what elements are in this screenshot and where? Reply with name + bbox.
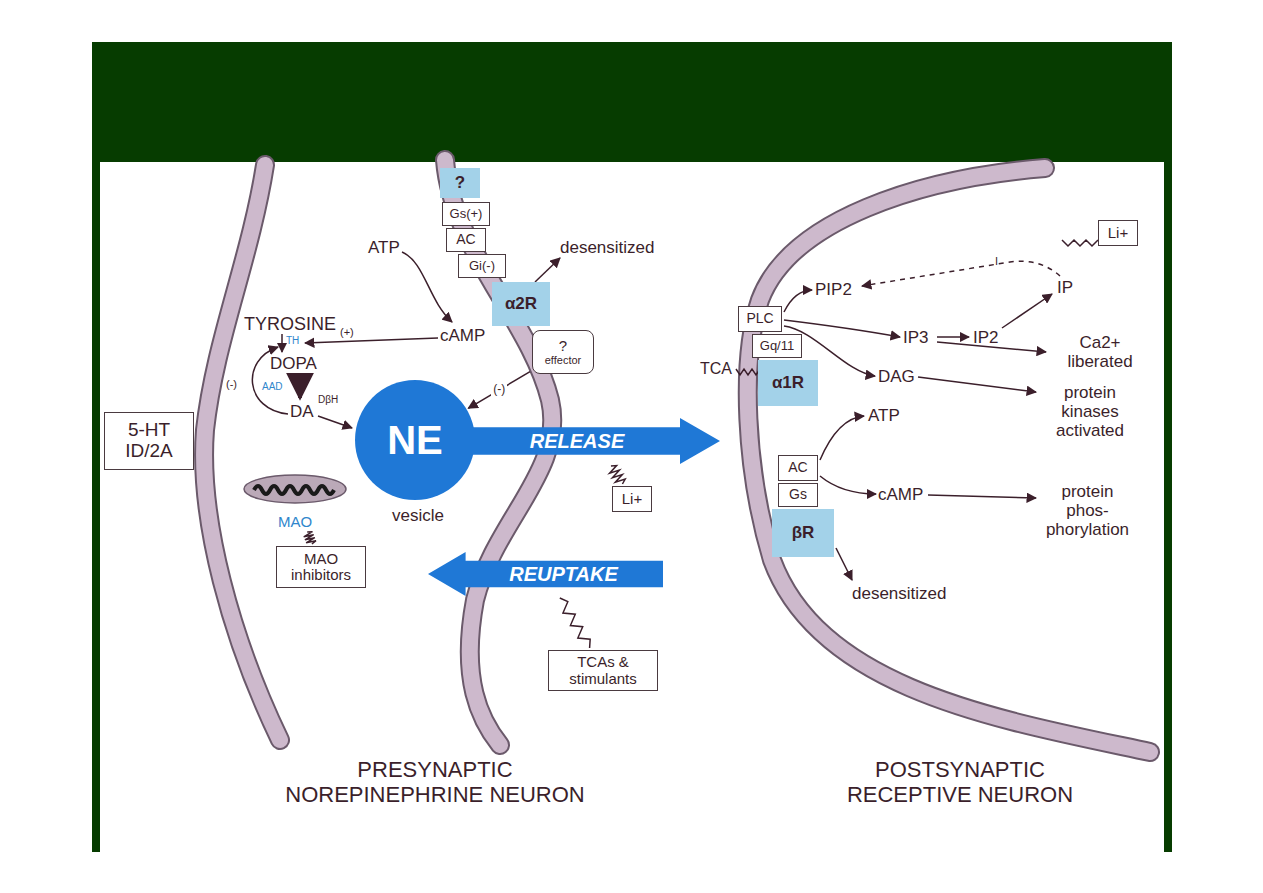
frame-strip	[1164, 162, 1172, 852]
molecule-label: ATP	[368, 238, 400, 257]
node-text: RELEASE	[530, 430, 624, 452]
state-label: desensitized	[852, 584, 947, 603]
inhibition-zigzag	[304, 532, 316, 544]
receptor-box: βR	[772, 509, 834, 557]
edge-label: (-)	[491, 383, 507, 396]
serotonin-receptor-box: 5-HT ID/2A	[104, 412, 194, 470]
release-arrow: RELEASE	[470, 418, 720, 464]
inhibition-mark: I	[995, 255, 998, 267]
node-text: ?	[455, 174, 465, 193]
node-text: NE	[387, 418, 443, 462]
adenylyl-cyclase-box: AC	[446, 228, 486, 252]
node-text: ?	[559, 338, 567, 355]
node-text: MAO inhibitors	[281, 551, 361, 584]
effect-label: protein phos- phorylation	[1040, 482, 1135, 539]
node-text: Gs	[789, 487, 807, 502]
molecule-label: IP2	[973, 328, 999, 347]
node-text: α1R	[772, 374, 804, 393]
molecule-label: cAMP	[440, 326, 485, 345]
mitochondrion-shape	[240, 472, 350, 506]
enzyme-label: AAD	[262, 381, 283, 392]
molecule-label: DAG	[878, 367, 915, 386]
g-protein-box: Gq/11	[752, 334, 802, 358]
g-protein-box: Gi(-)	[458, 254, 506, 278]
inhibitor-box: TCAs & stimulants	[548, 650, 658, 691]
effect-label: protein kinases activated	[1040, 383, 1140, 440]
connector-arrow	[468, 372, 530, 409]
node-text: Gs(+)	[450, 207, 483, 221]
structure-label: vesicle	[392, 506, 444, 525]
node-text: Gq/11	[760, 339, 794, 353]
lithium-box: Li+	[612, 486, 652, 512]
node-text: PLC	[746, 311, 773, 326]
node-text: AC	[456, 232, 475, 247]
sign-label: (+)	[340, 326, 354, 338]
node-text: Gi(-)	[469, 259, 495, 273]
enzyme-label: TH	[286, 335, 299, 346]
inhibitor-box: MAO inhibitors	[276, 546, 366, 588]
effector-box: ?effector	[532, 330, 594, 374]
adenylyl-cyclase-box: AC	[778, 455, 818, 481]
node-text: 5-HT ID/2A	[109, 420, 189, 462]
node-text: MAO	[278, 514, 312, 531]
unknown-receptor: ?	[440, 168, 480, 198]
header-bar	[92, 42, 1172, 162]
vesicle-circle: NE	[355, 380, 475, 500]
node-text: TCAs & stimulants	[553, 654, 653, 687]
node-text: REUPTAKE	[509, 563, 618, 585]
frame-strip	[92, 162, 100, 852]
node-text: effector	[545, 354, 582, 366]
sign-label: (-)	[226, 378, 237, 390]
inhibition-zigzag	[610, 466, 626, 484]
node-text: Li+	[1108, 225, 1128, 242]
node-text: Li+	[622, 491, 642, 508]
molecule-label: DOPA	[270, 354, 317, 373]
pathway-arrows	[252, 240, 1098, 580]
molecule-label: IP	[1057, 278, 1073, 297]
receptor-box: α2R	[492, 282, 550, 326]
g-protein-box: Gs(+)	[442, 202, 490, 226]
neuron-heading: POSTSYNAPTIC RECEPTIVE NEURON	[815, 758, 1105, 807]
molecule-label: IP3	[903, 328, 929, 347]
g-protein-box: Gs	[778, 483, 818, 507]
molecule-label: ATP	[868, 406, 900, 425]
reuptake-arrow: REUPTAKE	[428, 552, 663, 596]
node-text: βR	[792, 524, 815, 543]
node-text: AC	[788, 460, 807, 475]
node-text: α2R	[505, 295, 537, 314]
enzyme-label: DβH	[318, 394, 338, 405]
state-label: desensitized	[560, 238, 655, 257]
inhibition-zigzag	[560, 598, 590, 648]
mitochondrion: MAO	[240, 472, 350, 530]
drug-label: TCA	[700, 360, 732, 378]
molecule-label: TYROSINE	[244, 314, 336, 334]
molecule-label: PIP2	[815, 280, 852, 299]
neuron-heading: PRESYNAPTIC NOREPINEPHRINE NEURON	[265, 758, 605, 807]
effect-label: Ca2+ liberated	[1050, 333, 1150, 371]
membranes	[204, 160, 1150, 752]
molecule-label: DA	[290, 402, 314, 421]
molecule-label: cAMP	[878, 485, 923, 504]
phospholipase-box: PLC	[738, 306, 782, 332]
receptor-box: α1R	[758, 360, 818, 406]
lithium-box: Li+	[1098, 220, 1138, 246]
